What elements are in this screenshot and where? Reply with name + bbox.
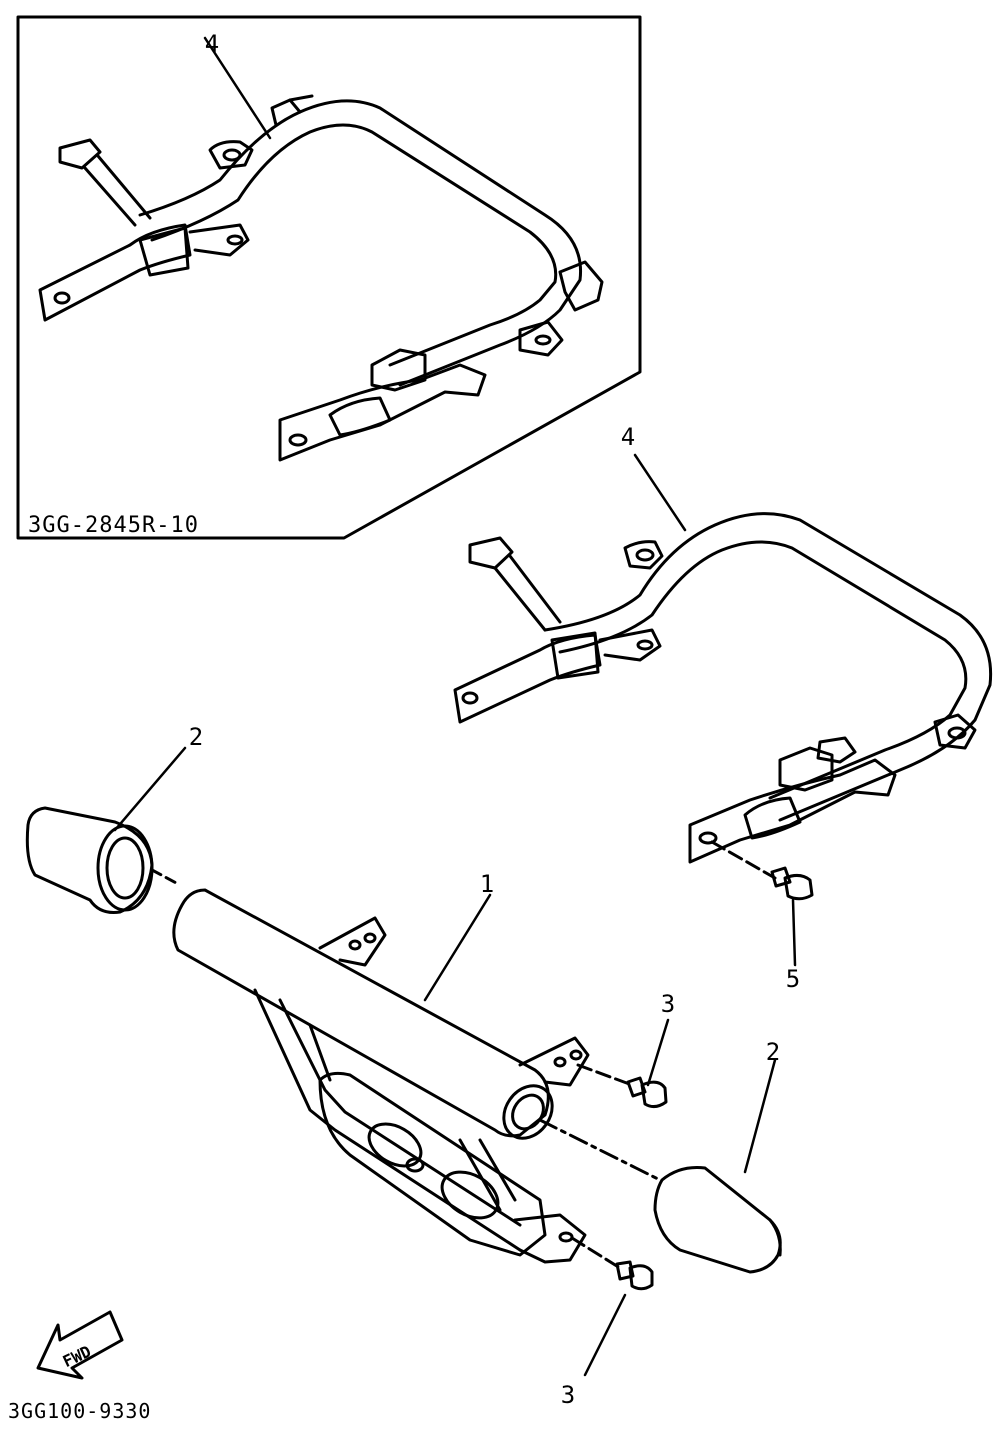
inset-frame [16,15,642,540]
inset-part-number: 3GG-2845R-10 [28,513,199,538]
front-guard-part-1 [172,888,662,1264]
callout-part-1: 1 [480,870,494,898]
callout-part-4: 4 [621,423,635,451]
callout-part-2-right: 2 [766,1038,780,1066]
end-cap-part-2-left [25,746,187,914]
inset-rear-frame [38,36,604,462]
callout-part-3-upper: 3 [661,990,675,1018]
bolt-part-5 [710,840,814,967]
fwd-arrow-icon [36,1310,124,1380]
fwd-label: FWD [60,1342,94,1371]
drawing-number: 3GG100-9330 [8,1399,151,1423]
bolt-part-3-lower [570,1236,654,1377]
end-cap-part-2-right [653,1058,782,1274]
callout-part-5: 5 [786,965,800,993]
rear-frame-part-4 [453,453,993,864]
bolt-part-3-upper [576,1018,670,1109]
callout-inset-part-4: 4 [205,30,219,58]
callout-part-3-lower: 3 [561,1381,575,1409]
callout-part-2-left: 2 [189,723,203,751]
